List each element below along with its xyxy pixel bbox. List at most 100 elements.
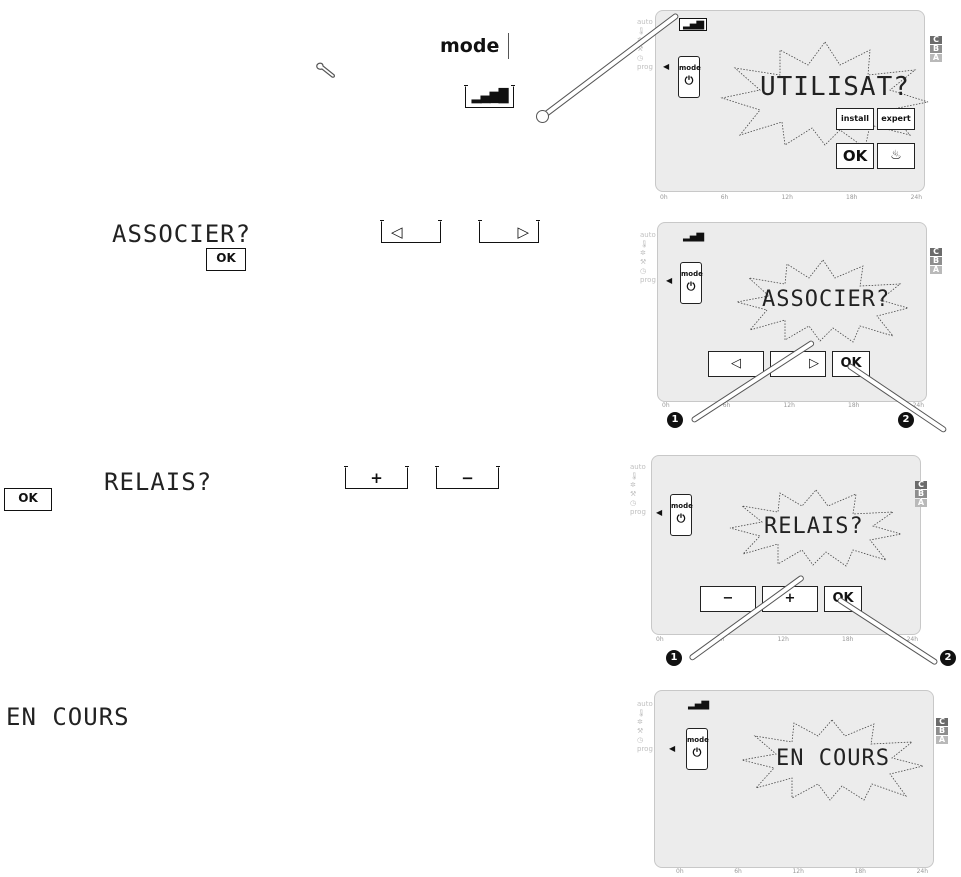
time-axis: 0h 6h 12h 18h 24h	[656, 636, 918, 643]
clock-icon: ◷	[637, 54, 653, 63]
instruction-text-relais: RELAIS?	[104, 468, 212, 496]
thermometer-icon: 🌡	[630, 472, 646, 481]
plus-icon: +	[785, 591, 796, 606]
class-a: A	[915, 499, 927, 507]
plus-icon: +	[346, 469, 407, 487]
ok-label: OK	[843, 147, 867, 165]
display-text-en-cours: EN COURS	[776, 746, 890, 771]
left-arrow-key[interactable]: ◁	[381, 221, 441, 243]
signal-icon: ▂▄▆	[688, 699, 708, 710]
thermometer-icon: 🌡	[640, 240, 656, 249]
signal-bars-icon: ▂▄▆█	[466, 88, 513, 106]
arrow-left-icon: ◀	[666, 276, 672, 285]
axis-tick: 0h	[676, 868, 684, 875]
clock-icon: ◷	[630, 499, 646, 508]
axis-tick: 12h	[792, 868, 803, 875]
axis-tick: 0h	[660, 194, 668, 201]
class-c: C	[915, 481, 927, 489]
arrow-left-icon: ◀	[663, 62, 669, 71]
auto-label: auto	[630, 463, 646, 472]
snowflake-icon: ✲	[640, 249, 656, 258]
ok-key-icon: OK	[4, 488, 52, 511]
expert-key[interactable]: expert	[877, 108, 915, 130]
left-arrow-key[interactable]: ◁	[708, 351, 764, 377]
class-c: C	[930, 248, 942, 256]
mode-button-label: mode	[679, 64, 701, 72]
axis-tick: 0h	[662, 402, 670, 409]
wrench-icon: ⚒	[640, 258, 656, 267]
ok-key-icon: OK	[206, 248, 246, 271]
instruction-text-en-cours: EN COURS	[6, 703, 130, 731]
arrow-left-icon: ◀	[669, 744, 675, 753]
energy-class-bars: C B A	[936, 718, 948, 745]
class-b: B	[930, 257, 942, 265]
power-icon: ⏻	[671, 512, 691, 526]
prog-label: prog	[637, 745, 653, 754]
axis-tick: 24h	[917, 868, 928, 875]
minus-key[interactable]: −	[436, 467, 499, 489]
prog-label: prog	[637, 63, 653, 72]
prog-label: prog	[630, 508, 646, 517]
display-text-associer: ASSOCIER?	[762, 287, 890, 312]
install-key[interactable]: install	[836, 108, 874, 130]
expert-label: expert	[881, 114, 911, 123]
clock-icon: ◷	[637, 736, 653, 745]
signal-icon: ▂▄▆	[683, 231, 703, 242]
minus-icon: −	[437, 469, 498, 487]
mode-button[interactable]: mode ⏻	[686, 728, 708, 770]
prog-label: prog	[640, 276, 656, 285]
flame-key[interactable]: ♨	[877, 143, 915, 169]
power-icon: ⏻	[687, 746, 707, 760]
mode-button-label: mode	[671, 502, 693, 510]
axis-tick: 18h	[848, 402, 859, 409]
arrow-left-icon: ◁	[731, 356, 741, 371]
thermometer-icon: 🌡	[637, 709, 653, 718]
axis-tick: 6h	[721, 194, 729, 201]
wrench-icon: ⚒	[637, 727, 653, 736]
plus-key[interactable]: +	[345, 467, 408, 489]
callout-2: 2	[898, 412, 914, 428]
arrow-left-icon: ◁	[382, 223, 440, 241]
class-b: B	[930, 45, 942, 53]
auto-label: auto	[640, 231, 656, 240]
axis-tick: 18h	[855, 868, 866, 875]
power-icon: ⏻	[679, 74, 699, 88]
auto-label: auto	[637, 18, 653, 27]
class-c: C	[936, 718, 948, 726]
flame-icon: ♨	[890, 148, 902, 163]
right-arrow-key[interactable]: ▷	[479, 221, 539, 243]
ok-label: OK	[18, 491, 38, 505]
energy-class-bars: C B A	[930, 248, 942, 275]
mode-button[interactable]: mode ⏻	[680, 262, 702, 304]
callout-1: 1	[666, 650, 682, 666]
power-icon: ⏻	[681, 280, 701, 294]
callout-2: 2	[940, 650, 956, 666]
axis-tick: 0h	[656, 636, 664, 643]
signal-key[interactable]: ▂▄▆█	[465, 86, 514, 108]
ok-key[interactable]: OK	[836, 143, 874, 169]
class-a: A	[936, 736, 948, 744]
class-b: B	[936, 727, 948, 735]
mode-key-label: mode	[440, 35, 499, 57]
axis-tick: 18h	[842, 636, 853, 643]
time-axis: 0h 6h 12h 18h 24h	[660, 194, 922, 201]
mode-button[interactable]: mode ⏻	[678, 56, 700, 98]
install-label: install	[841, 114, 869, 123]
panel-side-labels: auto 🌡 ✲ ⚒ ◷ prog	[637, 700, 653, 754]
class-a: A	[930, 266, 942, 274]
energy-class-bars: C B A	[930, 36, 942, 63]
wrench-icon	[314, 60, 338, 84]
arrow-left-icon: ◀	[656, 508, 662, 517]
minus-key[interactable]: −	[700, 586, 756, 612]
axis-tick: 24h	[911, 194, 922, 201]
class-c: C	[930, 36, 942, 44]
arrow-right-icon: ▷	[480, 223, 538, 241]
mode-button[interactable]: mode ⏻	[670, 494, 692, 536]
time-axis: 0h 6h 12h 18h 24h	[662, 402, 924, 409]
class-a: A	[930, 54, 942, 62]
axis-tick: 6h	[734, 868, 742, 875]
display-text-utilisat: UTILISAT?	[760, 72, 910, 102]
arrow-right-icon: ▷	[809, 356, 819, 371]
display-text-relais: RELAIS?	[764, 514, 864, 539]
energy-class-bars: C B A	[915, 481, 927, 508]
